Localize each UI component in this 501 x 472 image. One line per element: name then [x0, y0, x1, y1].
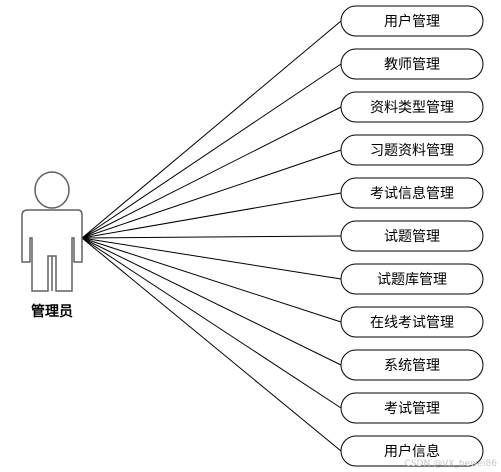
use-case-label: 在线考试管理: [370, 315, 454, 331]
use-case-label: 资料类型管理: [370, 100, 454, 116]
use-case-box: [340, 5, 484, 37]
use-case-item: 考试信息管理: [340, 177, 484, 209]
use-case-box: [340, 220, 484, 252]
person-icon: [21, 171, 83, 292]
association-line: [81, 237, 342, 280]
association-line: [81, 237, 342, 409]
use-case-item: 考试管理: [340, 392, 484, 424]
association-line: [81, 20, 342, 239]
association-line: [81, 237, 342, 323]
use-case-label: 试题管理: [384, 229, 440, 245]
use-case-item: 试题管理: [340, 220, 484, 252]
association-line: [81, 192, 342, 239]
association-line: [81, 237, 342, 452]
use-case-box: [340, 306, 484, 338]
use-case-box: [340, 134, 484, 166]
watermark: CSDN @VX_hewei86: [405, 459, 498, 469]
use-case-item: 系统管理: [340, 349, 484, 381]
association-lines: [81, 20, 342, 452]
use-case-label: 考试信息管理: [370, 185, 454, 202]
association-line: [81, 63, 342, 239]
use-case-label: 习题资料管理: [370, 143, 454, 159]
actor-admin: 管理员: [21, 171, 83, 320]
association-line: [81, 106, 342, 239]
use-case-item: 用户信息: [340, 435, 484, 467]
actor-label: 管理员: [31, 303, 73, 320]
use-case-box: [340, 91, 484, 123]
use-case-item: 试题库管理: [340, 263, 484, 295]
use-case-item: 在线考试管理: [340, 306, 484, 338]
use-case-box: [340, 48, 484, 80]
use-case-item: 教师管理: [340, 48, 484, 80]
use-case-box: [340, 263, 484, 295]
use-case-item: 习题资料管理: [340, 134, 484, 166]
association-line: [81, 149, 342, 239]
association-line: [81, 237, 342, 366]
use-case-label: 试题库管理: [377, 272, 447, 288]
use-case-item: 用户管理: [340, 5, 484, 37]
use-case-label: 教师管理: [384, 57, 440, 73]
use-case-box: [340, 177, 484, 209]
use-case-label: 系统管理: [384, 358, 440, 374]
use-case-label: 用户信息: [384, 443, 440, 460]
association-line: [81, 235, 342, 239]
use-case-item: 资料类型管理: [340, 91, 484, 123]
use-case-box: [340, 392, 484, 424]
use-case-box: [340, 349, 484, 381]
use-case-list: 用户管理教师管理资料类型管理习题资料管理考试信息管理试题管理试题库管理在线考试管…: [340, 5, 484, 467]
use-case-label: 用户管理: [384, 13, 440, 30]
use-case-label: 考试管理: [384, 401, 440, 417]
use-case-box: [340, 435, 484, 467]
